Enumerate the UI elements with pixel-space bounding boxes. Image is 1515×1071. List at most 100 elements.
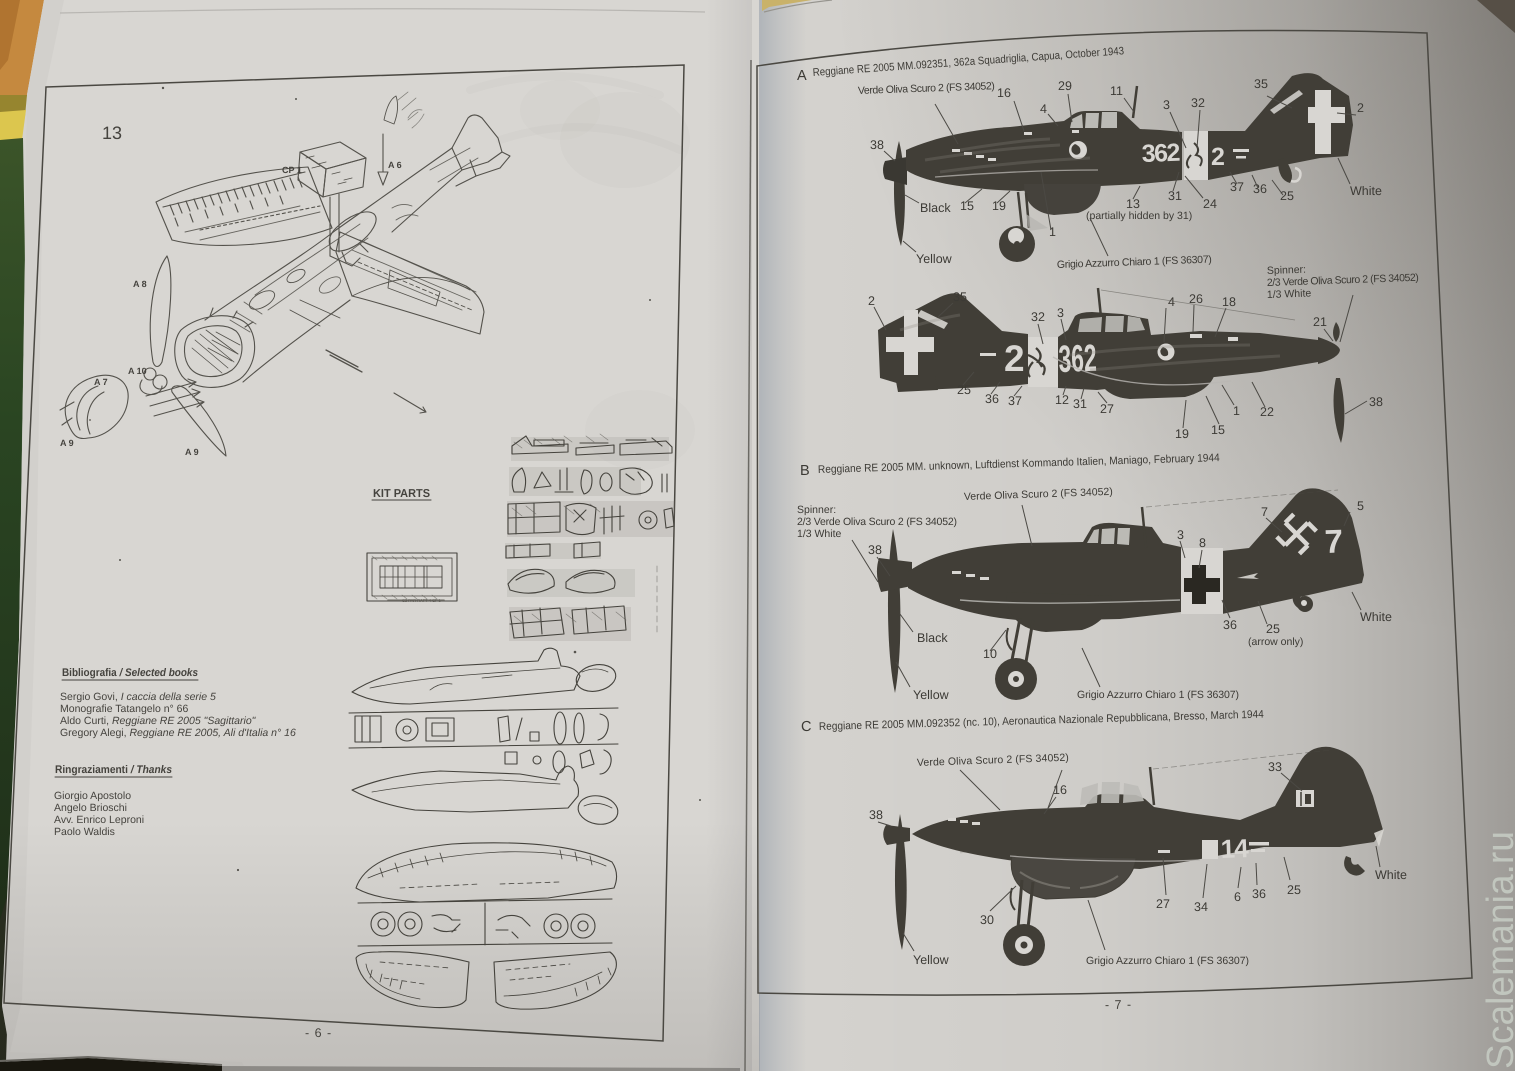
svg-text:C: C (801, 719, 811, 735)
svg-text:Scalemania.ru: Scalemania.ru (1480, 831, 1515, 1069)
svg-text:Paolo Waldis: Paolo Waldis (54, 826, 115, 838)
svg-text:14: 14 (1220, 833, 1249, 864)
svg-text:31: 31 (1073, 397, 1087, 411)
svg-text:White: White (1350, 184, 1382, 198)
svg-text:30: 30 (980, 913, 994, 927)
svg-text:1: 1 (1049, 225, 1056, 239)
svg-text:15: 15 (1211, 423, 1225, 437)
svg-text:25: 25 (1287, 883, 1301, 897)
svg-text:Grigio Azzurro Chiaro 1 (FS 36: Grigio Azzurro Chiaro 1 (FS 36307) (1086, 955, 1249, 967)
svg-text:- 7 -: - 7 - (1105, 998, 1132, 1012)
svg-text:1/3 White: 1/3 White (1267, 287, 1312, 301)
svg-text:C3 PAR RAFT 4 CF 1: C3 PAR RAFT 4 CF 1 (402, 598, 442, 603)
svg-text:2/3 Verde Oliva Scuro 2 (FS 34: 2/3 Verde Oliva Scuro 2 (FS 34052) (797, 516, 957, 528)
svg-text:Yellow: Yellow (916, 252, 953, 266)
svg-text:34: 34 (1194, 900, 1208, 914)
svg-text:- 6 -: - 6 - (305, 1026, 332, 1040)
svg-text:13: 13 (102, 123, 122, 143)
svg-text:B: B (800, 463, 810, 479)
svg-text:19: 19 (1175, 427, 1189, 441)
svg-text:Bibliografia / Selected books: Bibliografia / Selected books (62, 667, 198, 679)
svg-text:Black: Black (917, 631, 948, 645)
svg-text:(partially hidden by 31): (partially hidden by 31) (1086, 210, 1192, 222)
svg-text:36: 36 (1223, 618, 1237, 632)
svg-text:12: 12 (1055, 393, 1069, 407)
svg-text:1/3 White: 1/3 White (797, 528, 842, 540)
svg-text:32: 32 (1191, 96, 1205, 110)
svg-text:19: 19 (992, 199, 1006, 213)
svg-text:362: 362 (1058, 338, 1097, 381)
svg-text:Verde Oliva Scuro 2 (FS 34052): Verde Oliva Scuro 2 (FS 34052) (858, 80, 995, 97)
svg-text:6: 6 (1234, 890, 1241, 904)
svg-text:32: 32 (1031, 310, 1045, 324)
svg-text:2/3 Verde Oliva Scuro 2 (FS 34: 2/3 Verde Oliva Scuro 2 (FS 34052) (1267, 272, 1419, 289)
svg-text:27: 27 (1156, 897, 1170, 911)
svg-text:Gregory Alegi, Reggiane RE 200: Gregory Alegi, Reggiane RE 2005, Ali d'I… (60, 727, 296, 739)
svg-text:4: 4 (1168, 295, 1175, 309)
svg-text:7: 7 (1324, 522, 1344, 560)
svg-text:Angelo Brioschi: Angelo Brioschi (54, 802, 127, 814)
svg-text:24: 24 (1203, 197, 1217, 211)
svg-text:A 9: A 9 (185, 447, 199, 457)
svg-text:A 10: A 10 (128, 366, 147, 376)
svg-text:5: 5 (1357, 499, 1364, 513)
svg-text:A 9: A 9 (60, 438, 74, 448)
svg-text:38: 38 (868, 543, 882, 557)
svg-text:Grigio Azzurro Chiaro 1 (FS 36: Grigio Azzurro Chiaro 1 (FS 36307) (1077, 689, 1239, 701)
svg-text:25: 25 (1280, 189, 1294, 203)
svg-text:A: A (797, 68, 807, 84)
svg-text:16: 16 (997, 86, 1011, 100)
svg-text:33: 33 (1268, 760, 1282, 774)
svg-text:11: 11 (1110, 84, 1123, 98)
svg-text:36: 36 (1252, 887, 1266, 901)
svg-text:2: 2 (1357, 101, 1364, 115)
svg-text:White: White (1375, 868, 1407, 882)
svg-text:Yellow: Yellow (913, 953, 950, 967)
svg-text:Grigio Azzurro Chiaro 1 (FS 36: Grigio Azzurro Chiaro 1 (FS 36307) (1057, 254, 1212, 271)
svg-text:16: 16 (1053, 783, 1067, 797)
svg-text:38: 38 (869, 808, 883, 822)
svg-text:13: 13 (1126, 197, 1140, 211)
svg-text:A 8: A 8 (133, 279, 147, 289)
svg-text:27: 27 (1100, 402, 1114, 416)
svg-text:2: 2 (1004, 338, 1025, 379)
svg-text:Spinner:: Spinner: (1267, 264, 1307, 277)
svg-text:Aldo Curti, Reggiane RE 2005 ": Aldo Curti, Reggiane RE 2005 "Sagittario… (60, 715, 257, 727)
svg-text:8: 8 (1199, 536, 1206, 550)
svg-text:Ringraziamenti / Thanks: Ringraziamenti / Thanks (55, 764, 172, 776)
svg-text:35: 35 (953, 290, 967, 304)
svg-text:3: 3 (1177, 528, 1184, 542)
svg-text:31: 31 (1168, 189, 1182, 203)
svg-text:38: 38 (870, 138, 884, 152)
svg-text:21: 21 (1313, 315, 1327, 329)
svg-text:22: 22 (1260, 405, 1274, 419)
svg-text:36: 36 (985, 392, 999, 406)
svg-text:Spinner:: Spinner: (797, 504, 836, 516)
svg-text:KIT PARTS: KIT PARTS (373, 488, 430, 500)
svg-text:3: 3 (1057, 306, 1064, 320)
svg-text:Verde Oliva Scuro 2 (FS 34052): Verde Oliva Scuro 2 (FS 34052) (964, 486, 1113, 503)
svg-text:10: 10 (983, 647, 997, 661)
svg-text:36: 36 (1253, 182, 1267, 196)
svg-text:Sergio Govi, I caccia della se: Sergio Govi, I caccia della serie 5 (60, 691, 216, 703)
svg-text:Black: Black (920, 201, 951, 215)
svg-text:35: 35 (1254, 77, 1268, 91)
svg-text:(arrow only): (arrow only) (1248, 636, 1303, 648)
svg-text:25: 25 (1266, 622, 1280, 636)
svg-text:Yellow: Yellow (913, 688, 950, 702)
svg-text:29: 29 (1058, 79, 1072, 93)
svg-text:18: 18 (1222, 295, 1236, 309)
svg-text:2: 2 (868, 294, 875, 308)
svg-text:Avv. Enrico Leproni: Avv. Enrico Leproni (54, 814, 144, 826)
svg-text:White: White (1360, 610, 1392, 624)
svg-text:2: 2 (1211, 143, 1225, 171)
svg-text:CP 1: CP 1 (282, 165, 302, 175)
svg-text:A 6: A 6 (388, 160, 402, 170)
svg-text:26: 26 (1189, 292, 1203, 306)
svg-text:Giorgio Apostolo: Giorgio Apostolo (54, 790, 131, 802)
svg-text:3: 3 (1163, 98, 1170, 112)
svg-text:37: 37 (1230, 180, 1244, 194)
svg-text:37: 37 (1008, 394, 1022, 408)
svg-text:38: 38 (1369, 395, 1383, 409)
svg-text:A 7: A 7 (94, 377, 108, 387)
